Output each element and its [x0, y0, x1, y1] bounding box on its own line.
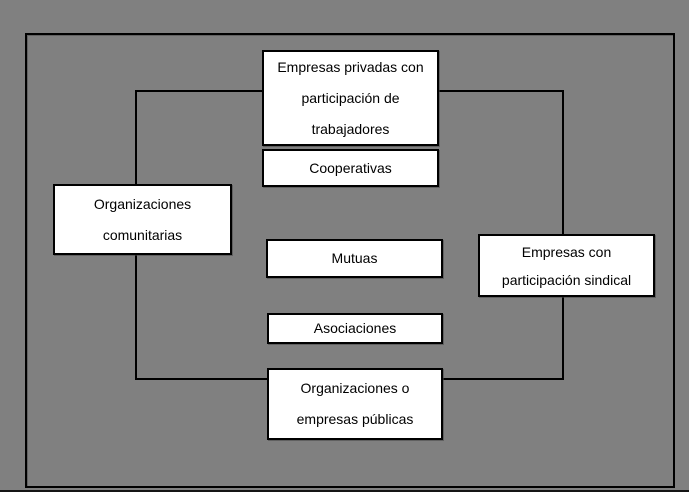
box-label-line: trabajadores: [311, 120, 390, 137]
box-label-line: Cooperativas: [309, 159, 392, 176]
box-label-line: participación de: [301, 89, 400, 106]
box-organizaciones-comunitarias: Organizaciones comunitarias: [53, 184, 232, 255]
box-mutuas: Mutuas: [266, 239, 443, 278]
box-label-line: Organizaciones: [93, 195, 192, 212]
box-organizaciones-o-empresas-publicas: Organizaciones o empresas públicas: [267, 368, 443, 440]
box-cooperativas: Cooperativas: [262, 149, 439, 187]
box-label-line: Organizaciones o: [300, 380, 410, 396]
box-label-line: Empresas privadas con: [277, 58, 424, 75]
box-asociaciones: Asociaciones: [267, 313, 443, 344]
box-label-line: Mutuas: [331, 250, 378, 266]
box-label-line: comunitarias: [102, 226, 183, 243]
box-empresas-privadas: Empresas privadas con participación de t…: [262, 50, 439, 146]
box-empresas-con-participacion-sindical: Empresas con participación sindical: [478, 234, 655, 297]
box-label-line: Empresas con: [521, 243, 612, 260]
outer-frame-rect: [25, 33, 675, 488]
box-label-line: empresas públicas: [296, 411, 414, 427]
image-bottom-edge-line: [0, 490, 689, 492]
box-label-line: participación sindical: [501, 271, 632, 288]
box-label-line: Asociaciones: [313, 320, 397, 336]
